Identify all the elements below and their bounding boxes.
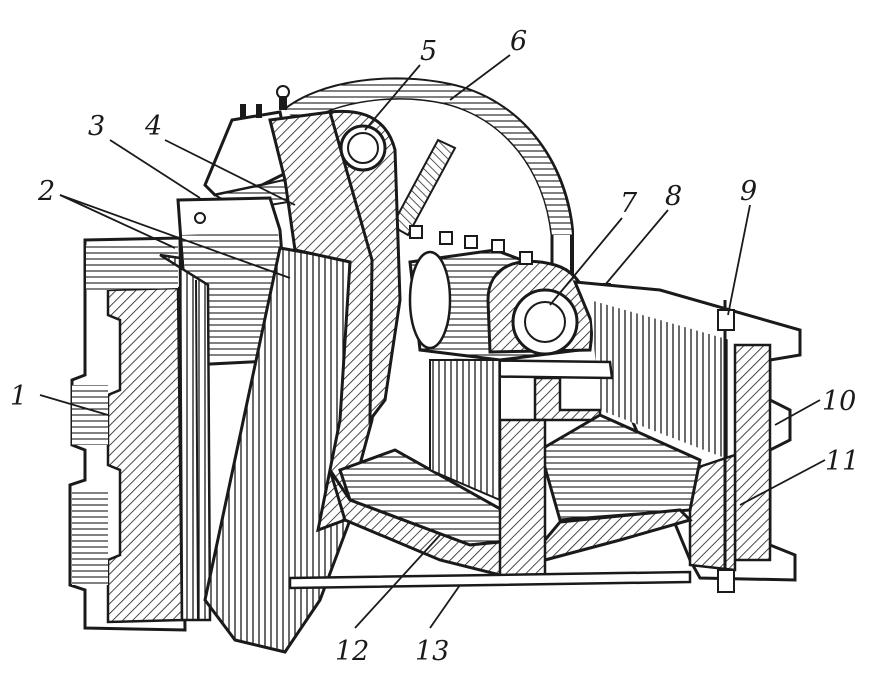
fixed-jaw-liners [159, 253, 212, 622]
callout-11: 11 [825, 446, 859, 477]
shaft-housing [408, 225, 645, 362]
leader-6 [449, 54, 511, 101]
tie-rod [717, 300, 735, 593]
callout-labels: 1 2 3 4 5 6 7 8 9 10 11 12 13 [10, 26, 859, 667]
callout-3: 3 [88, 111, 105, 142]
swing-jaw [203, 109, 402, 654]
leader-8 [604, 209, 669, 286]
leader-11 [739, 459, 826, 506]
callout-12: 12 [335, 636, 369, 667]
callout-8: 8 [665, 181, 682, 212]
callout-9: 9 [740, 176, 757, 207]
callout-6: 6 [510, 26, 527, 57]
callout-1: 1 [10, 381, 27, 412]
frame-front [68, 236, 187, 632]
leader-3 [109, 139, 201, 199]
callout-7: 7 [620, 188, 638, 219]
lower-tie-bar [288, 570, 692, 590]
leader-10 [774, 399, 821, 426]
toggle-plate-base [328, 359, 702, 582]
leader-2b [59, 194, 291, 279]
leader-13 [429, 584, 461, 629]
callout-13: 13 [415, 636, 449, 667]
flywheel [283, 77, 574, 275]
callout-4: 4 [144, 111, 162, 142]
leader-4 [164, 139, 296, 206]
eccentric-shaft [339, 124, 387, 172]
leader-5 [364, 64, 421, 131]
leader-12 [354, 534, 441, 629]
leader-7 [549, 217, 623, 306]
leader-2a [59, 194, 176, 249]
callout-2: 2 [37, 176, 55, 207]
callout-5: 5 [420, 36, 437, 67]
leader-lines [39, 54, 826, 629]
leader-9 [727, 204, 751, 316]
callout-10: 10 [822, 386, 856, 417]
leader-1 [39, 394, 109, 416]
